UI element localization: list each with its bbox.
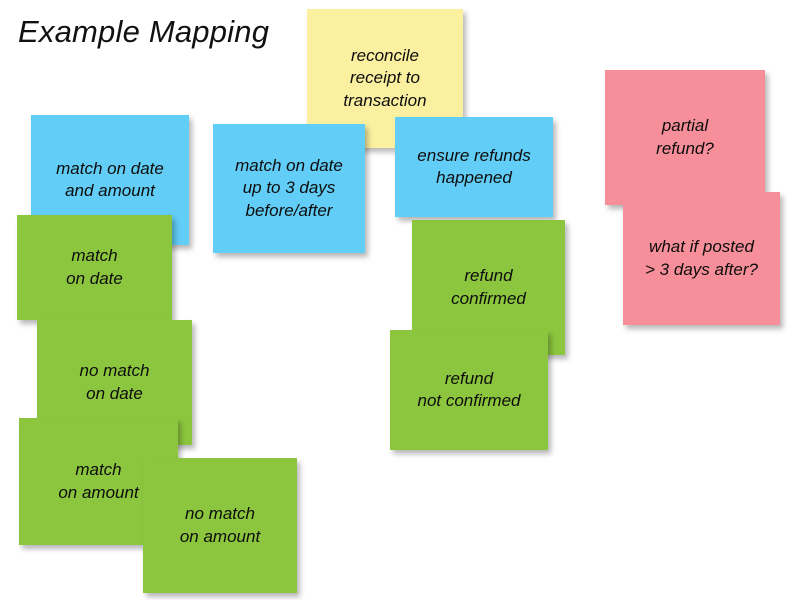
sticky-note-text: refund not confirmed — [417, 368, 521, 410]
sticky-note-text: match on date — [66, 246, 123, 288]
sticky-note-text: match on amount — [58, 460, 139, 502]
sticky-note-example-match-on-date[interactable]: match on date — [17, 215, 172, 320]
sticky-note-text: refund confirmed — [451, 266, 526, 308]
sticky-note-example-no-match-on-amount[interactable]: no match on amount — [143, 458, 297, 593]
sticky-note-text: partial refund? — [656, 116, 714, 158]
sticky-note-text: ensure refunds happened — [417, 145, 531, 187]
sticky-note-text: no match on amount — [179, 504, 261, 546]
sticky-note-text: reconcile receipt to transaction — [343, 46, 427, 110]
sticky-note-text: match on date up to 3 days before/after — [235, 156, 343, 220]
sticky-note-question-partial-refund[interactable]: partial refund? — [605, 70, 765, 205]
sticky-note-text: what if posted > 3 days after? — [645, 237, 758, 279]
sticky-note-rule-ensure-refunds[interactable]: ensure refunds happened — [395, 117, 553, 217]
sticky-note-example-refund-not-confirmed[interactable]: refund not confirmed — [390, 330, 548, 450]
sticky-note-text: match on date and amount — [56, 158, 164, 200]
sticky-note-rule-match-date-3-days[interactable]: match on date up to 3 days before/after — [213, 124, 365, 253]
sticky-note-text: no match on date — [79, 361, 150, 403]
sticky-note-question-posted-3-days-after[interactable]: what if posted > 3 days after? — [623, 192, 780, 325]
page-title: Example Mapping — [18, 14, 270, 49]
